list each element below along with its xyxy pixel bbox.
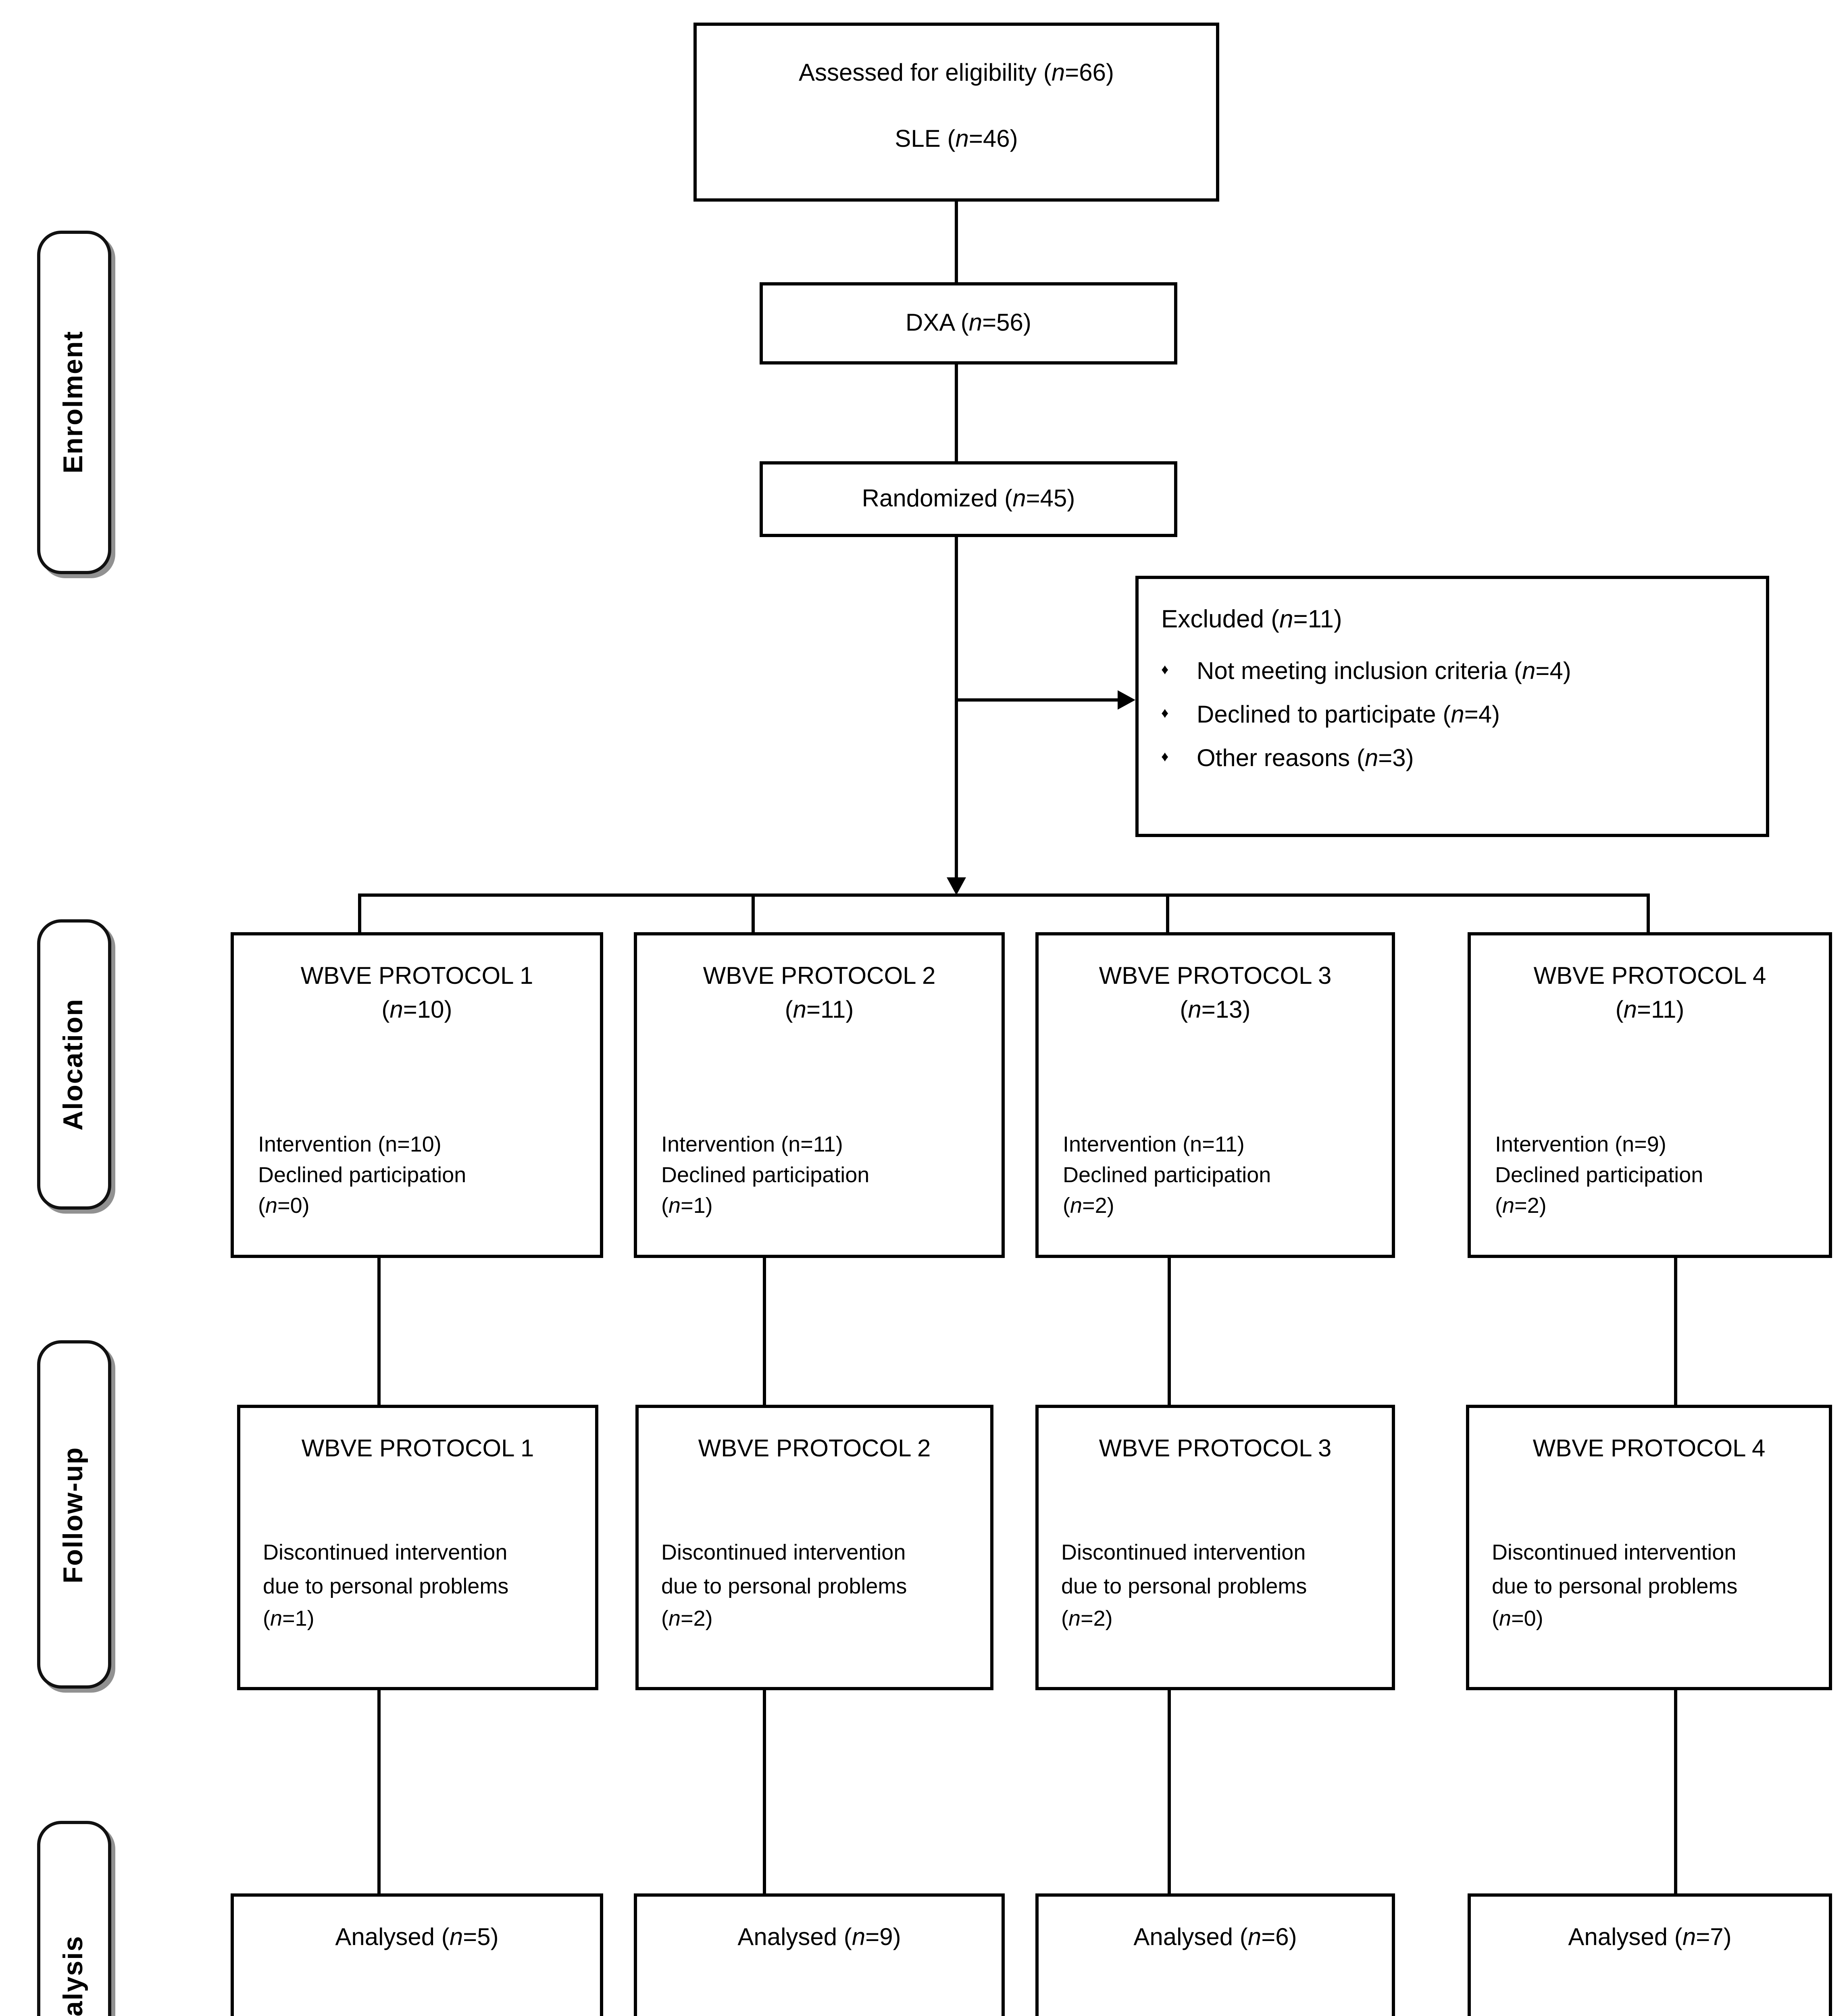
followup-box-protocol-3: WBVE PROTOCOL 3 Discontinued interventio…: [1035, 1405, 1395, 1690]
excluded-item: ♦ Not meeting inclusion criteria (n=4): [1161, 655, 1753, 689]
protocol-title: WBVE PROTOCOL 3(n=13): [1099, 963, 1332, 1024]
connector-followup3-to-analysis3: [1168, 1690, 1171, 1893]
allocation-distribution-line: [358, 893, 1650, 897]
connector-followup1-to-analysis1: [377, 1690, 381, 1893]
analysis-box-protocol-2: Analysed (n=9) SLE OP (n=3)SLE (n=3)CG (…: [634, 1893, 1005, 2016]
stage-label-text: Enrolment: [58, 331, 89, 474]
protocol-title: WBVE PROTOCOL 4: [1533, 1435, 1766, 1463]
stub-to-allocation-3: [1166, 897, 1169, 932]
excluded-box: Excluded (n=11) ♦ Not meeting inclusion …: [1135, 576, 1769, 837]
dxa-line: DXA (n=56): [906, 310, 1031, 337]
analysed-title: Analysed (n=6): [1133, 1924, 1297, 1951]
arrowhead-down-icon: [947, 877, 966, 895]
excluded-title: Excluded (n=11): [1161, 606, 1342, 634]
diamond-bullet-icon: ♦: [1161, 661, 1169, 677]
connector-allocation2-to-followup2: [763, 1258, 766, 1405]
excluded-item-text: Other reasons (n=3): [1197, 745, 1414, 773]
assessed-for-eligibility-box: Assessed for eligibility (n=66) SLE (n=4…: [693, 23, 1219, 202]
allocation-details: Intervention (n=10) Declined participati…: [234, 1131, 600, 1255]
stub-to-allocation-2: [752, 897, 755, 932]
excluded-item-text: Declined to participate (n=4): [1197, 702, 1500, 729]
stub-to-allocation-4: [1647, 897, 1650, 932]
allocation-box-protocol-2: WBVE PROTOCOL 2(n=11) Intervention (n=11…: [634, 932, 1005, 1258]
declined-line: Declined participation(n=1): [661, 1163, 870, 1218]
connector-allocation3-to-followup3: [1168, 1258, 1171, 1405]
allocation-box-protocol-3: WBVE PROTOCOL 3(n=13) Intervention (n=11…: [1035, 932, 1395, 1258]
connector-allocation1-to-followup1: [377, 1258, 381, 1405]
intervention-line: Intervention (n=11): [661, 1133, 843, 1157]
stage-label-text: Analysis: [58, 1935, 89, 2016]
randomized-box: Randomized (n=45): [760, 461, 1177, 537]
intervention-line: Intervention (n=11): [1063, 1133, 1245, 1157]
connector-allocation4-to-followup4: [1674, 1258, 1677, 1405]
excluded-item-text: Not meeting inclusion criteria (n=4): [1197, 658, 1571, 685]
connector-dxa-to-randomized: [955, 364, 958, 461]
allocation-box-protocol-1: WBVE PROTOCOL 1(n=10) Intervention (n=10…: [231, 932, 603, 1258]
stage-label-alocation: Alocation: [37, 919, 111, 1210]
diamond-bullet-icon: ♦: [1161, 748, 1169, 764]
declined-line: Declined participation(n=2): [1495, 1163, 1703, 1218]
stage-label-enrolment: Enrolment: [37, 231, 111, 574]
stage-label-text: Follow-up: [58, 1446, 89, 1583]
excluded-item: ♦ Declined to participate (n=4): [1161, 698, 1753, 732]
allocation-details: Intervention (n=11) Declined participati…: [637, 1131, 1002, 1255]
analysed-title: Analysed (n=5): [335, 1924, 499, 1951]
analysed-title: Analysed (n=7): [1568, 1924, 1732, 1951]
connector-randomized-to-allocation: [955, 537, 958, 879]
protocol-title: WBVE PROTOCOL 2(n=11): [703, 963, 936, 1024]
connector-followup2-to-analysis2: [763, 1690, 766, 1893]
protocol-title: WBVE PROTOCOL 2: [698, 1435, 931, 1463]
allocation-details: Intervention (n=11) Declined participati…: [1039, 1131, 1392, 1255]
analysis-box-protocol-3: Analysed (n=6) SLE OP (n=2)SLE (n=1)CG (…: [1035, 1893, 1395, 2016]
protocol-title: WBVE PROTOCOL 3: [1099, 1435, 1332, 1463]
diamond-bullet-icon: ♦: [1161, 705, 1169, 721]
connector-followup4-to-analysis4: [1674, 1690, 1677, 1893]
allocation-details: Intervention (n=9) Declined participatio…: [1471, 1131, 1829, 1255]
intervention-line: Intervention (n=9): [1495, 1133, 1666, 1157]
stage-label-analysis: Analysis: [37, 1821, 111, 2016]
excluded-item: ♦ Other reasons (n=3): [1161, 742, 1753, 776]
protocol-title: WBVE PROTOCOL 4(n=11): [1533, 963, 1766, 1024]
declined-line: Declined participation(n=2): [1063, 1163, 1271, 1218]
analysis-box-protocol-4: Analysed (n=7) SLE OP (n=2)SLE (n=3)CG (…: [1468, 1893, 1832, 2016]
sle-count-line: SLE (n=46): [895, 126, 1018, 153]
followup-box-protocol-1: WBVE PROTOCOL 1 Discontinued interventio…: [237, 1405, 598, 1690]
stage-label-follow-up: Follow-up: [37, 1340, 111, 1689]
followup-box-protocol-2: WBVE PROTOCOL 2 Discontinued interventio…: [635, 1405, 993, 1690]
intervention-line: Intervention (n=10): [258, 1133, 441, 1157]
connector-to-excluded: [956, 698, 1118, 702]
protocol-title: WBVE PROTOCOL 1: [301, 1435, 534, 1463]
followup-box-protocol-4: WBVE PROTOCOL 4 Discontinued interventio…: [1466, 1405, 1832, 1690]
arrowhead-right-icon: [1118, 690, 1135, 710]
protocol-title: WBVE PROTOCOL 1(n=10): [300, 963, 533, 1024]
dxa-box: DXA (n=56): [760, 282, 1177, 364]
analysis-box-protocol-1: Analysed (n=5) SLE OP (n=2)SLE (n=2)CG (…: [231, 1893, 603, 2016]
allocation-box-protocol-4: WBVE PROTOCOL 4(n=11) Intervention (n=9)…: [1468, 932, 1832, 1258]
assessed-line: Assessed for eligibility (n=66): [798, 60, 1114, 87]
stub-to-allocation-1: [358, 897, 361, 932]
randomized-line: Randomized (n=45): [862, 485, 1075, 513]
declined-line: Declined participation(n=0): [258, 1163, 466, 1218]
stage-label-text: Alocation: [58, 998, 89, 1131]
analysed-title: Analysed (n=9): [737, 1924, 901, 1951]
connector-assessed-to-dxa: [955, 202, 958, 282]
